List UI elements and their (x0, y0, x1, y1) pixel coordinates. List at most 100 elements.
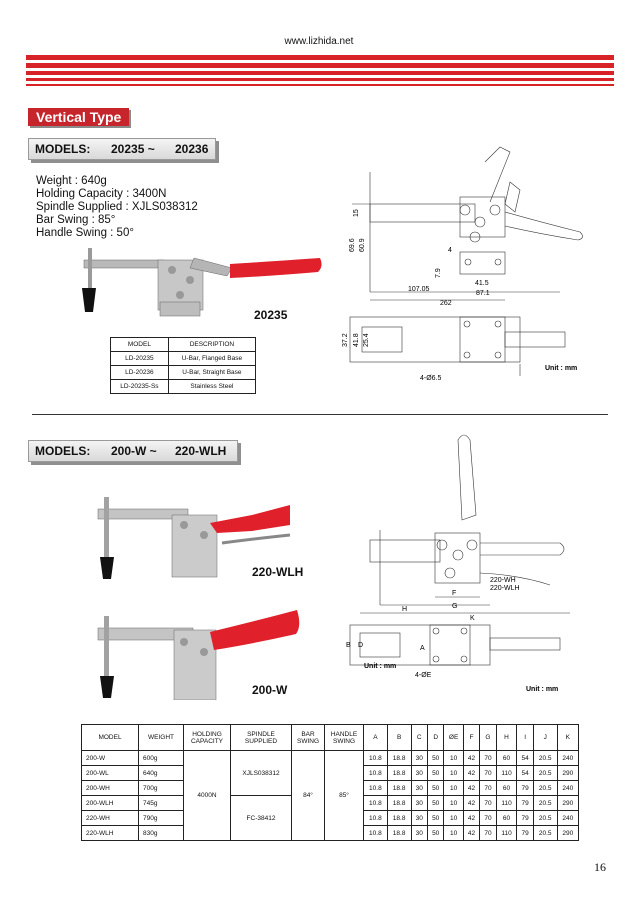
spec-handle: Handle Swing : 50° (36, 227, 134, 239)
header-stripes (26, 55, 614, 89)
label-g: G (452, 603, 457, 610)
cell: 50 (426, 780, 445, 796)
cell: 30 (410, 765, 428, 781)
dim-41-5: 41.5 (475, 280, 489, 287)
cell: 200-W (81, 750, 139, 766)
cell: 60 (495, 810, 518, 826)
cell: 10.8 (363, 780, 388, 796)
col-model: MODEL (110, 337, 169, 352)
cell: 20.5 (532, 750, 558, 766)
models-to: 20236 (175, 142, 209, 156)
cell: 70 (479, 750, 497, 766)
models-to: 220-WLH (175, 444, 227, 458)
page-number: 16 (594, 860, 606, 874)
cell: 10 (443, 780, 464, 796)
spec-weight: Weight : 640g (36, 175, 107, 187)
table-header-row: MODEL DESCRIPTION (110, 337, 257, 352)
cell: 10.8 (363, 750, 388, 766)
cell: 200-WL (81, 765, 139, 781)
cell: 10 (443, 810, 464, 826)
cell: 18.8 (386, 780, 412, 796)
cell: LD-20235 (110, 351, 169, 366)
cell-spindle-a: XJLS038312 (230, 750, 292, 796)
cell: 42 (462, 765, 481, 781)
cell: 10 (443, 750, 464, 766)
cell: 10 (443, 825, 464, 841)
models-label: MODELS: (35, 142, 91, 156)
cell: 30 (410, 795, 428, 811)
dim-87-1: 87.1 (476, 290, 490, 297)
dim-15: 15 (353, 209, 360, 217)
cell: 10 (443, 795, 464, 811)
col-model: MODEL (81, 724, 139, 751)
col-d: D (426, 724, 445, 751)
models-from: 200-W ~ (111, 444, 157, 458)
cell: 700g (138, 780, 184, 796)
cell: 10 (443, 765, 464, 781)
models-from: 20235 ~ (111, 142, 155, 156)
cell: 70 (479, 810, 497, 826)
cell: 18.8 (386, 825, 412, 841)
dim-7-9: 7.9 (435, 268, 442, 278)
cell: 290 (556, 795, 580, 811)
cell: 50 (426, 750, 445, 766)
cell: 240 (556, 750, 580, 766)
cell: 200-WLH (81, 795, 139, 811)
cell: 70 (479, 795, 497, 811)
cell: 200-WH (81, 780, 139, 796)
cell: 42 (462, 825, 481, 841)
cell: 18.8 (386, 810, 412, 826)
models-label: MODELS: (35, 444, 91, 458)
specifications-table: MODEL WEIGHT HOLDING CAPACITY SPINDLE SU… (81, 724, 580, 841)
cell: 640g (138, 765, 184, 781)
photo-label-200-w: 200-W (252, 683, 288, 697)
label-a: A (420, 645, 425, 652)
label-h: H (402, 606, 407, 613)
col-f: F (462, 724, 481, 751)
cell: 18.8 (386, 795, 412, 811)
col-i: I (516, 724, 534, 751)
cell: 50 (426, 795, 445, 811)
col-e: ØE (443, 724, 464, 751)
col-spindle: SPINDLE SUPPLIED (230, 724, 292, 751)
cell: U-Bar, Straight Base (167, 365, 257, 380)
dim-107-05: 107.05 (408, 286, 430, 293)
clamp-photo-200-w (97, 610, 300, 700)
cell: 18.8 (386, 750, 412, 766)
col-k: K (556, 724, 580, 751)
cell: 79 (516, 780, 534, 796)
cell: 290 (556, 765, 580, 781)
spec-bar: Bar Swing : 85° (36, 214, 116, 226)
cell-holding: 4000N (183, 750, 231, 841)
cell: U-Bar, Flanged Base (167, 351, 257, 366)
col-a: A (363, 724, 388, 751)
cell: 42 (462, 780, 481, 796)
cell: 54 (516, 750, 534, 766)
cell: 30 (410, 810, 428, 826)
cell: 79 (516, 825, 534, 841)
photo-label-20235: 20235 (254, 308, 288, 322)
clamp-photo-20235 (82, 248, 322, 317)
cell: 18.8 (386, 765, 412, 781)
col-h: H (495, 724, 518, 751)
dim-41-8: 41.8 (353, 333, 360, 347)
cell: Stainless Steel (167, 379, 257, 394)
cell: 240 (556, 810, 580, 826)
section-divider (32, 414, 608, 415)
col-c: C (410, 724, 428, 751)
cell: 240 (556, 780, 580, 796)
cell: 70 (479, 825, 497, 841)
col-bar: BAR SWING (291, 724, 325, 751)
cell: 220-WLH (81, 825, 139, 841)
cell-spindle-b: FC-38412 (230, 795, 292, 841)
cell: 79 (516, 795, 534, 811)
cell: 10.8 (363, 795, 388, 811)
col-g: G (479, 724, 497, 751)
label-k: K (470, 615, 475, 622)
cell: 10.8 (363, 810, 388, 826)
